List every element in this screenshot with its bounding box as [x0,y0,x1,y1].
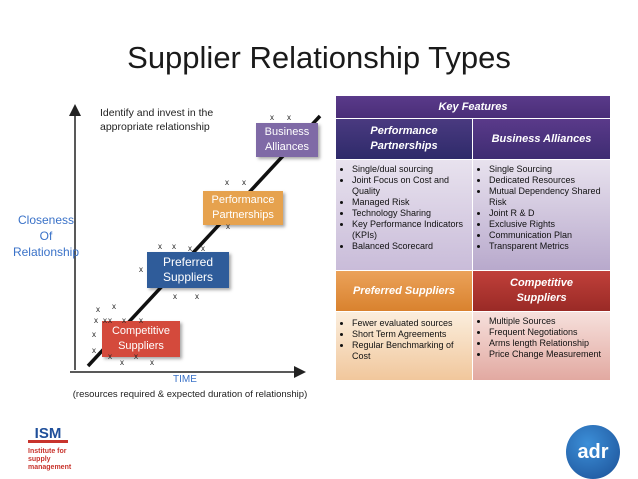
feature-item: Single Sourcing [489,164,606,175]
feature-item: Dedicated Resources [489,175,606,186]
business-alliances-heading: Business Alliances [473,119,610,159]
feature-item: Mutual Dependency Shared Risk [489,186,606,208]
x-marker: x [108,352,112,361]
x-marker: x [112,302,116,311]
performance-partnerships-features: Single/dual sourcingJoint Focus on Cost … [336,160,472,270]
preferred-suppliers-features: Fewer evaluated sourcesShort Term Agreem… [336,312,472,380]
x-marker: x [94,316,98,325]
x-marker: x [96,305,100,314]
key-features-header: Key Features [336,96,610,118]
x-marker: x [139,316,143,325]
feature-item: Transparent Metrics [489,241,606,252]
adr-logo: adr [566,425,620,479]
identify-note: Identify and invest in the appropriate r… [100,107,214,133]
x-marker: x [287,113,291,122]
feature-item: Single/dual sourcing [352,164,468,175]
x-marker: x [139,265,143,274]
x-marker: x [173,292,177,301]
x-marker: x [188,244,192,253]
feature-item: Frequent Negotiations [489,327,606,338]
x-marker: x [134,352,138,361]
feature-item: Technology Sharing [352,208,468,219]
page-title: Supplier Relationship Types [127,40,511,75]
preferred-suppliers-heading: Preferred Suppliers [336,271,472,311]
ism-logo: ISM Institute for supply management [28,424,76,476]
x-marker: x [92,346,96,355]
feature-item: Key Performance Indicators (KPIs) [352,219,468,241]
feature-item: Balanced Scorecard [352,241,468,252]
feature-item: Arms length Relationship [489,338,606,349]
feature-item: Fewer evaluated sources [352,318,468,329]
x-axis-label: TIME [173,374,197,385]
x-marker: x [122,316,126,325]
svg-text:ISM: ISM [35,425,62,442]
x-marker: x [172,242,176,251]
y-axis-label: Closeness Of Relationship [12,213,80,259]
x-marker: x [103,316,107,325]
competitive-suppliers-features: Multiple SourcesFrequent NegotiationsArm… [473,312,610,380]
x-marker: x [92,330,96,339]
feature-item: Exclusive Rights [489,219,606,230]
feature-item: Managed Risk [352,197,468,208]
x-marker: x [120,358,124,367]
feature-item: Regular Benchmarking of Cost [352,340,468,362]
ism-logo-mark: ISM [28,424,68,444]
feature-item: Joint Focus on Cost and Quality [352,175,468,197]
x-axis-sublabel: (resources required & expected duration … [72,389,308,400]
x-marker: x [201,244,205,253]
x-marker: x [150,358,154,367]
feature-item: Communication Plan [489,230,606,241]
x-marker: x [226,222,230,231]
feature-item: Multiple Sources [489,316,606,327]
x-marker: x [225,178,229,187]
x-marker: x [270,113,274,122]
x-marker: x [108,316,112,325]
x-marker: x [195,292,199,301]
ism-logo-text: Institute for supply management [28,448,72,471]
feature-item: Joint R & D [489,208,606,219]
x-marker: x [242,178,246,187]
business-alliances-features: Single SourcingDedicated ResourcesMutual… [473,160,610,270]
feature-item: Price Change Measurement [489,349,606,360]
feature-item: Short Term Agreements [352,329,468,340]
x-marker: x [158,242,162,251]
